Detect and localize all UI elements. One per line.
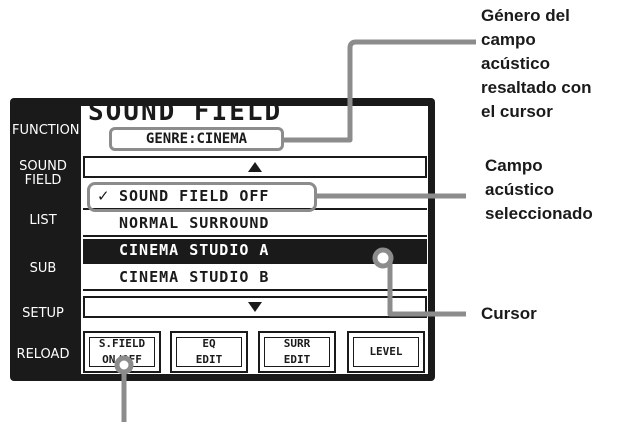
genre-callout: Género del campo acústico resaltado con … [481,6,592,121]
scroll-up-button[interactable] [83,156,427,178]
button-line-1: S.FIELD [98,337,146,350]
surr-edit-button[interactable]: SURR EDIT [258,331,336,373]
cursor-callout: Cursor [481,304,537,323]
button-line-2: EDIT [195,353,223,366]
arrow-up-icon [248,162,262,172]
sidebar-item-list[interactable]: LIST [29,213,57,228]
cursor-marker [372,247,394,269]
sidebar-item-reload[interactable]: RELOAD [16,347,70,362]
check-icon: ✓ [97,187,111,205]
level-button[interactable]: LEVEL [347,331,425,373]
genre-leader-line [284,39,476,143]
sidebar-item-sub[interactable]: SUB [29,261,57,276]
arrow-down-icon [248,302,262,312]
button-line-2: EDIT [283,353,311,366]
scroll-down-button[interactable] [83,296,427,318]
list-item-label: NORMAL SURROUND [119,214,270,232]
list-item-label: SOUND FIELD OFF [119,187,270,205]
list-item-sound-field-off[interactable]: ✓ SOUND FIELD OFF [83,185,427,210]
list-item-cinema-studio-b[interactable]: CINEMA STUDIO B [83,266,427,291]
sidebar-item-function[interactable]: FUNCTION [12,123,80,138]
selected-highlight-box [87,182,317,212]
list-item-label: CINEMA STUDIO B [119,268,270,286]
button-line-1: EQ [202,337,216,350]
button-line-1: LEVEL [369,345,403,358]
cursor-leader-line [383,255,466,317]
list-item-normal-surround[interactable]: NORMAL SURROUND [83,212,427,237]
genre-label: GENRE:CINEMA [109,127,284,151]
page-title: SOUND FIELD [88,97,283,127]
list-item-cinema-studio-a[interactable]: CINEMA STUDIO A [83,239,427,264]
sound-field-on-off-button[interactable]: S.FIELD ON/OFF [83,331,161,373]
button-line-1: SURR [283,337,311,350]
list-item-label: CINEMA STUDIO A [119,241,270,259]
selected-callout: Campo acústico seleccionado [485,156,593,223]
eq-edit-button[interactable]: EQ EDIT [170,331,248,373]
button-marker [114,355,134,375]
sidebar-item-setup[interactable]: SETUP [22,306,64,321]
